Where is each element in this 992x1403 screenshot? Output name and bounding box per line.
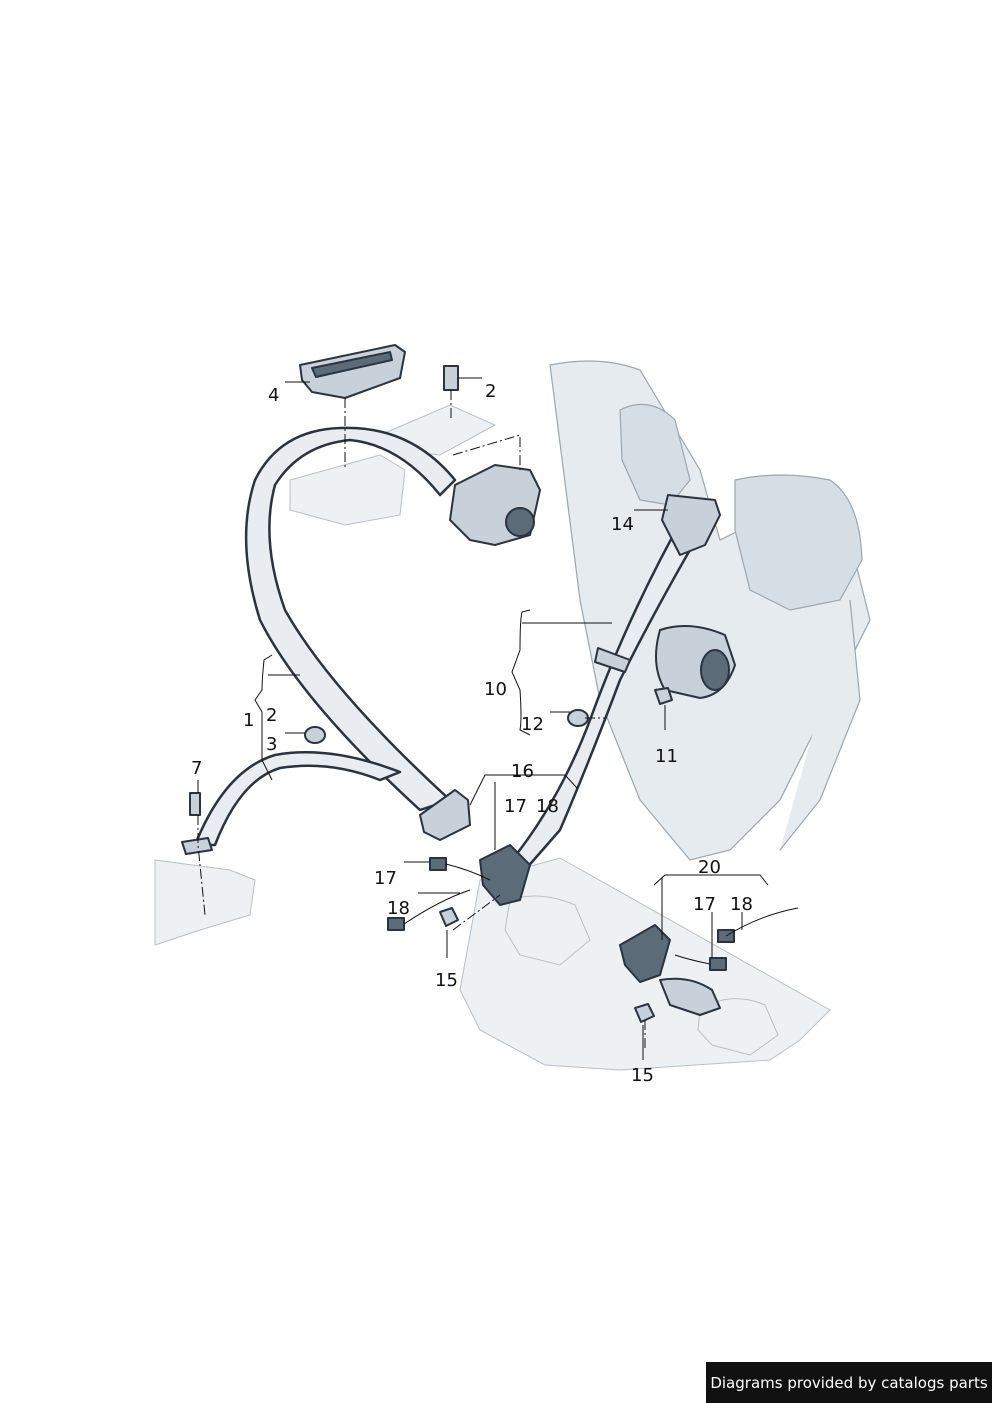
nut-15-left <box>439 907 459 927</box>
bolt-2-upper <box>443 365 459 391</box>
cap-part-3 <box>304 726 326 744</box>
callout-17-center: 17 <box>504 796 527 817</box>
callout-18-right: 18 <box>730 894 753 915</box>
callout-18-center: 18 <box>536 796 559 817</box>
lap-belt-end <box>193 751 402 847</box>
callout-16: 16 <box>511 761 534 782</box>
callout-10: 10 <box>484 679 507 700</box>
callout-20: 20 <box>698 857 721 878</box>
callout-11: 11 <box>655 746 678 767</box>
callout-3: 3 <box>266 734 277 755</box>
centre-retractor-assembly <box>304 494 736 744</box>
bolt-part-7 <box>189 792 201 816</box>
nut-15-right <box>634 1003 655 1023</box>
leader-lines <box>197 377 769 1060</box>
connector-18-left <box>387 917 405 931</box>
belt-guide <box>594 647 631 673</box>
headrest-left <box>619 403 691 506</box>
parcel-shelf-bracket <box>289 454 406 526</box>
connector-17-right <box>709 957 727 971</box>
connector-17-left <box>429 857 447 871</box>
credit-banner: Diagrams provided by catalogs parts <box>706 1362 992 1403</box>
rear-seat-backrest <box>549 360 871 861</box>
callout-14: 14 <box>611 514 634 535</box>
buckle-assemblies <box>181 789 799 1023</box>
guide-part-14 <box>661 494 721 556</box>
belt-webbing <box>193 426 714 872</box>
callout-17-left: 17 <box>374 868 397 889</box>
callout-labels: 4 2 14 10 12 11 1 2 3 7 16 17 18 17 18 1… <box>191 381 753 1086</box>
seat-cushion-floor <box>154 404 831 1071</box>
callout-15-left: 15 <box>435 970 458 991</box>
callout-1: 1 <box>243 710 254 731</box>
callout-2-upper: 2 <box>485 381 496 402</box>
upper-retractor-assembly <box>299 344 541 546</box>
callout-7: 7 <box>191 758 202 779</box>
callout-4: 4 <box>268 385 279 406</box>
callout-12: 12 <box>521 714 544 735</box>
callout-2-lower: 2 <box>266 705 277 726</box>
headrest-right <box>734 474 863 611</box>
assembly-lines <box>197 390 646 1050</box>
callout-15-right: 15 <box>631 1065 654 1086</box>
nut-part-11 <box>654 687 673 705</box>
buckle-part-20 <box>619 924 671 983</box>
callout-18-left: 18 <box>387 898 410 919</box>
callout-17-right: 17 <box>693 894 716 915</box>
floor-mount-left <box>154 859 256 946</box>
belt-tongue <box>419 789 471 841</box>
buckle-part-16 <box>479 844 531 906</box>
